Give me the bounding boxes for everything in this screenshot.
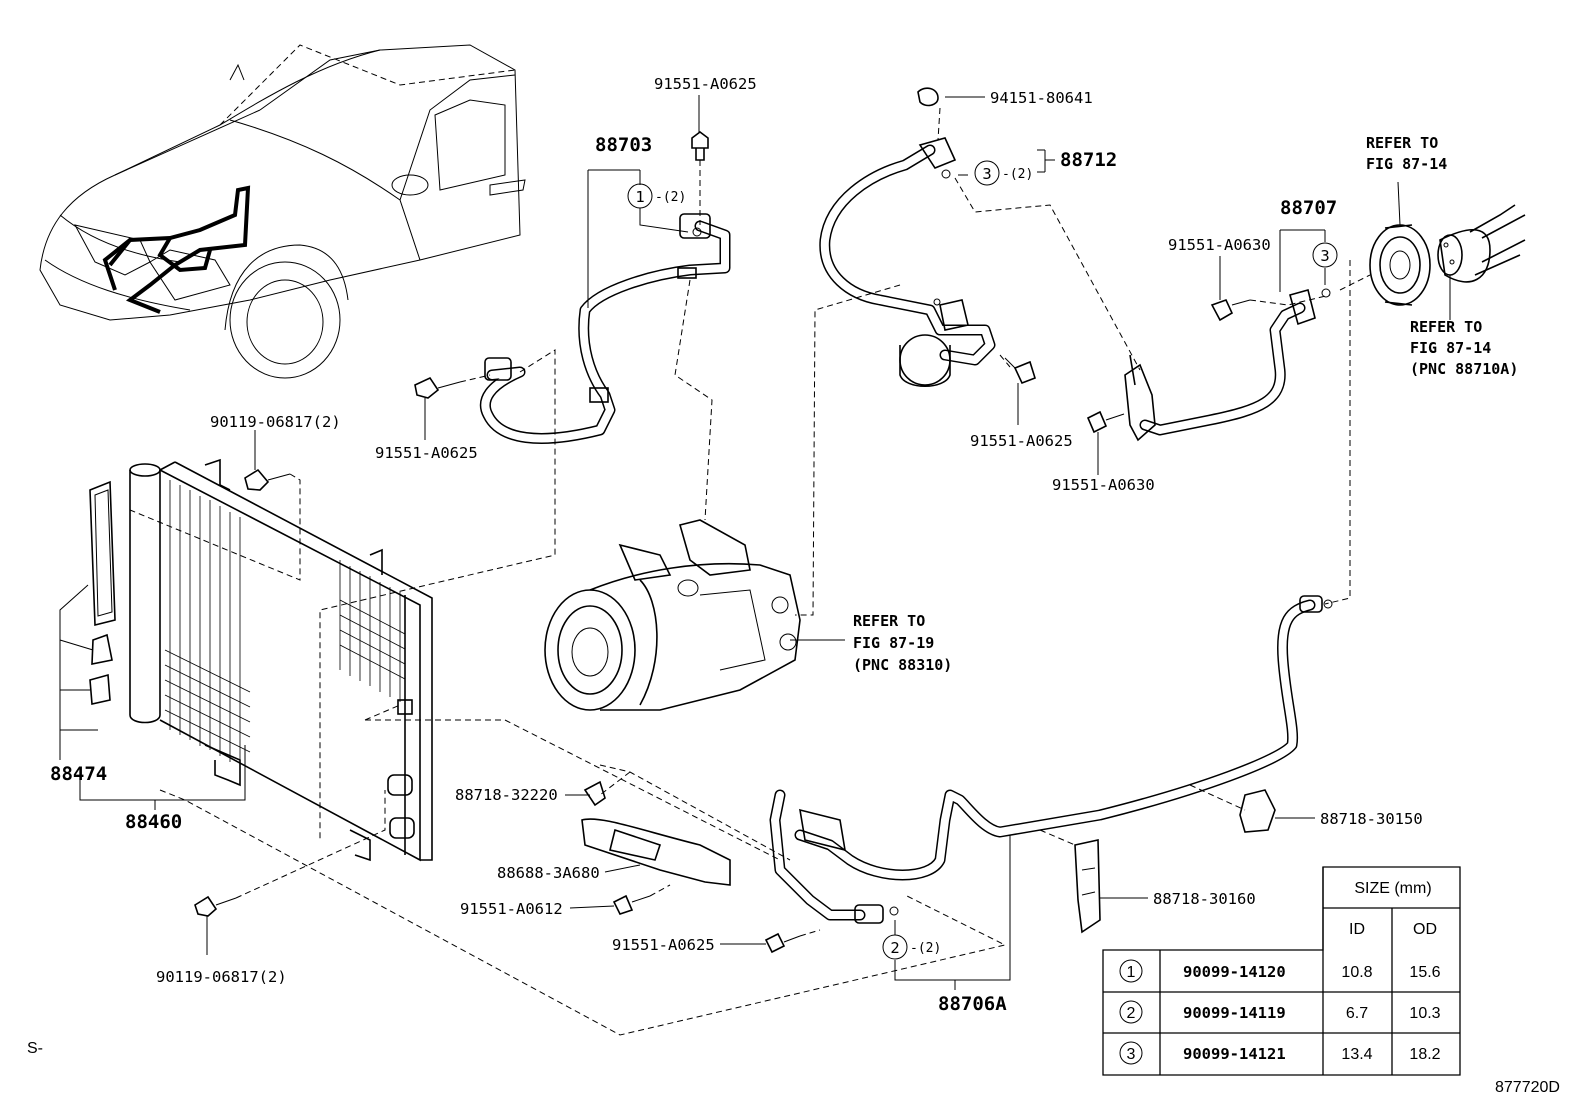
table-row: 1 90099-14120 10.8 15.6 (1119, 959, 1441, 983)
table-row-part: 90099-14119 (1183, 1004, 1286, 1022)
label-91551-a0612[interactable]: 91551-A0612 (460, 900, 563, 918)
callout-3-88707: 3 (1312, 242, 1338, 268)
label-88460[interactable]: 88460 (125, 811, 182, 833)
bolts (194, 131, 1251, 954)
label-91551-a0625-left[interactable]: 91551-A0625 (375, 444, 478, 462)
discharge-hose-88703 (479, 213, 731, 444)
pipe-clamps (581, 780, 1276, 934)
pipe-88706a (769, 595, 1333, 924)
compressor (544, 519, 801, 711)
callout-number: 3 (982, 165, 991, 183)
condenser-fins (164, 480, 406, 767)
size-table-header: SIZE (mm) (1354, 880, 1431, 897)
refer-fig-87-19-line2: FIG 87-19 (853, 634, 934, 652)
refer-fig-87-14-top-line1: REFER TO (1366, 134, 1438, 152)
label-88474[interactable]: 88474 (50, 763, 107, 785)
label-91551-a0630-mid[interactable]: 91551-A0630 (1052, 476, 1155, 494)
refer-fig-87-14-mid-line3: (PNC 88710A) (1410, 360, 1518, 378)
refer-fig-87-19-line1: REFER TO (853, 612, 925, 630)
callout-1-top: 1 -(2) (627, 183, 686, 209)
figure-code: 877720D (1495, 1079, 1560, 1096)
callout-number: 3 (1320, 247, 1329, 265)
refer-fig-87-14-mid-line1: REFER TO (1410, 318, 1482, 336)
size-table-col-id: ID (1349, 921, 1365, 938)
callout-number: 1 (635, 188, 644, 206)
quantity-label: -(2) (910, 941, 941, 956)
table-row-callout: 2 (1127, 1005, 1136, 1022)
label-88718-30150[interactable]: 88718-30150 (1320, 810, 1423, 828)
table-row-part: 90099-14121 (1183, 1045, 1286, 1063)
label-88707[interactable]: 88707 (1280, 197, 1337, 219)
table-row-callout: 3 (1127, 1046, 1136, 1063)
label-88712[interactable]: 88712 (1060, 149, 1117, 171)
suction-hose-88712 (819, 87, 996, 387)
table-row: 2 90099-14119 6.7 10.3 (1119, 1000, 1441, 1024)
label-91551-a0630-top[interactable]: 91551-A0630 (1168, 236, 1271, 254)
corner-label: S- (27, 1040, 43, 1057)
table-row-od: 10.3 (1409, 1005, 1440, 1022)
callout-number: 2 (890, 939, 899, 957)
label-88718-30160[interactable]: 88718-30160 (1153, 890, 1256, 908)
label-88718-32220[interactable]: 88718-32220 (455, 786, 558, 804)
clutch-pulley (1369, 204, 1526, 306)
label-91551-a0625-mid[interactable]: 91551-A0625 (970, 432, 1073, 450)
label-88706a[interactable]: 88706A (938, 993, 1007, 1015)
label-90119-06817-top[interactable]: 90119-06817(2) (210, 413, 341, 431)
table-row-od: 15.6 (1409, 964, 1440, 981)
refer-fig-87-19-line3: (PNC 88310) (853, 656, 952, 674)
dashed-reference-lines (129, 107, 1371, 1036)
callout-3-top: 3 -(2) (974, 160, 1033, 186)
label-94151-80641[interactable]: 94151-80641 (990, 89, 1093, 107)
quantity-label: -(2) (1002, 167, 1033, 182)
label-91551-a0625-top[interactable]: 91551-A0625 (654, 75, 757, 93)
label-88688-3a680[interactable]: 88688-3A680 (497, 864, 600, 882)
table-row-id: 10.8 (1341, 964, 1372, 981)
vehicle-illustration (39, 44, 526, 379)
refer-fig-87-14-top-line2: FIG 87-14 (1366, 155, 1447, 173)
pipe-88707 (1124, 288, 1331, 442)
table-row-od: 18.2 (1409, 1046, 1440, 1063)
label-91551-a0625-bottom[interactable]: 91551-A0625 (612, 936, 715, 954)
table-row-callout: 1 (1127, 964, 1136, 981)
table-row-id: 6.7 (1346, 1005, 1368, 1022)
table-row-part: 90099-14120 (1183, 963, 1286, 981)
label-88703[interactable]: 88703 (595, 134, 652, 156)
label-90119-06817-bottom[interactable]: 90119-06817(2) (156, 968, 287, 986)
part-labels: 91551-A0625 88703 94151-80641 88712 8870… (27, 75, 1560, 1096)
table-row: 3 90099-14121 13.4 18.2 (1119, 1041, 1441, 1065)
leader-lines (59, 95, 1451, 990)
table-row-id: 13.4 (1341, 1046, 1372, 1063)
quantity-label: -(2) (655, 190, 686, 205)
condenser-88460 (89, 458, 433, 862)
size-table-col-od: OD (1413, 921, 1437, 938)
refer-fig-87-14-mid-line2: FIG 87-14 (1410, 339, 1491, 357)
callout-2-bottom: 2 -(2) (882, 934, 941, 960)
size-table: SIZE (mm) ID OD 1 90099-14120 10.8 15.6 … (1102, 866, 1461, 1076)
